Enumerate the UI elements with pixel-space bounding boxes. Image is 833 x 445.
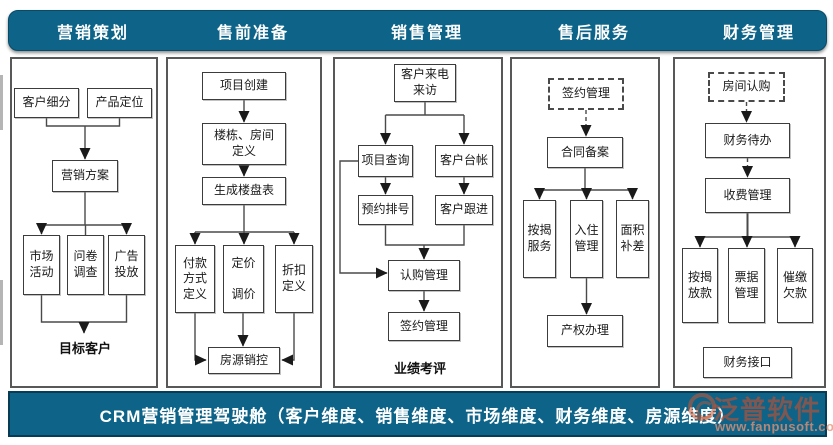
node-customer-followup: 客户跟进 <box>435 195 493 225</box>
node-pricing-adjust: 定价 调价 <box>223 245 264 313</box>
node-advertising: 广告 投放 <box>108 235 145 295</box>
node-arrears-collection: 催缴 欠款 <box>777 248 813 323</box>
panel-finance <box>673 57 826 388</box>
node-project-create: 项目创建 <box>202 72 286 100</box>
node-building-room-define: 楼栋、房间 定义 <box>202 123 286 165</box>
panel-presale <box>166 57 322 388</box>
label-performance-review: 业绩考评 <box>393 361 446 376</box>
node-customer-ledger: 客户台帐 <box>435 145 493 177</box>
node-fee-mgmt: 收费管理 <box>705 178 790 213</box>
node-payment-method-define: 付款 方式 定义 <box>175 245 215 313</box>
node-customer-segmentation: 客户细分 <box>14 88 79 118</box>
node-signing-mgmt-ref: 签约管理 <box>548 78 624 110</box>
label-target-customer: 目标客户 <box>58 341 111 356</box>
node-market-activity: 市场 活动 <box>23 235 60 295</box>
page-edge-artifact <box>0 280 3 345</box>
watermark-brand: 泛普软件 <box>713 395 822 425</box>
watermark-url: www.fanpusoft.com <box>715 419 833 434</box>
header-sales-mgmt: 销售管理 <box>390 24 463 42</box>
node-purchase-mgmt: 认购管理 <box>388 260 460 291</box>
page-edge-artifact <box>0 75 3 130</box>
node-building-table: 生成楼盘表 <box>202 177 286 205</box>
node-project-query: 项目查询 <box>358 145 413 177</box>
node-area-compensation: 面积 补差 <box>616 200 649 278</box>
fanpu-logo-icon <box>688 393 716 421</box>
dashboard-banner-text: CRM营销管理驾驶舱（客户维度、销售维度、市场维度、财务维度、房源维度） <box>99 406 736 426</box>
node-discount-define: 折扣 定义 <box>275 245 313 313</box>
node-contract-filing: 合同备案 <box>547 137 623 168</box>
node-appointment-number: 预约排号 <box>358 195 413 225</box>
node-survey: 问卷 调查 <box>67 235 104 295</box>
header-presale-prep: 售前准备 <box>216 24 289 42</box>
node-mortgage-service: 按揭 服务 <box>523 200 556 278</box>
node-movein-mgmt: 入住 管理 <box>570 200 603 278</box>
node-sales-control: 房源销控 <box>208 347 280 374</box>
node-incoming-call-visit: 客户来电 来访 <box>394 64 456 102</box>
header-aftersale-service: 售后服务 <box>557 24 630 42</box>
node-marketing-plan: 营销方案 <box>52 160 118 192</box>
process-header-bar: 营销策划 售前准备 销售管理 售后服务 财务管理 <box>8 10 827 51</box>
node-bill-mgmt: 票据 管理 <box>728 248 765 323</box>
node-mortgage-loan: 按揭 放款 <box>682 248 718 323</box>
header-marketing-planning: 营销策划 <box>56 24 129 42</box>
watermark: 泛普软件 www.fanpusoft.com <box>686 390 833 442</box>
node-finance-todo: 财务待办 <box>705 123 790 158</box>
node-product-positioning: 产品定位 <box>87 88 152 118</box>
node-finance-interface: 财务接口 <box>703 347 792 378</box>
header-finance-mgmt: 财务管理 <box>722 24 795 42</box>
node-signing-mgmt: 签约管理 <box>388 312 460 341</box>
node-room-purchase-ref: 房间认购 <box>708 72 785 102</box>
node-property-rights: 产权办理 <box>547 315 623 347</box>
